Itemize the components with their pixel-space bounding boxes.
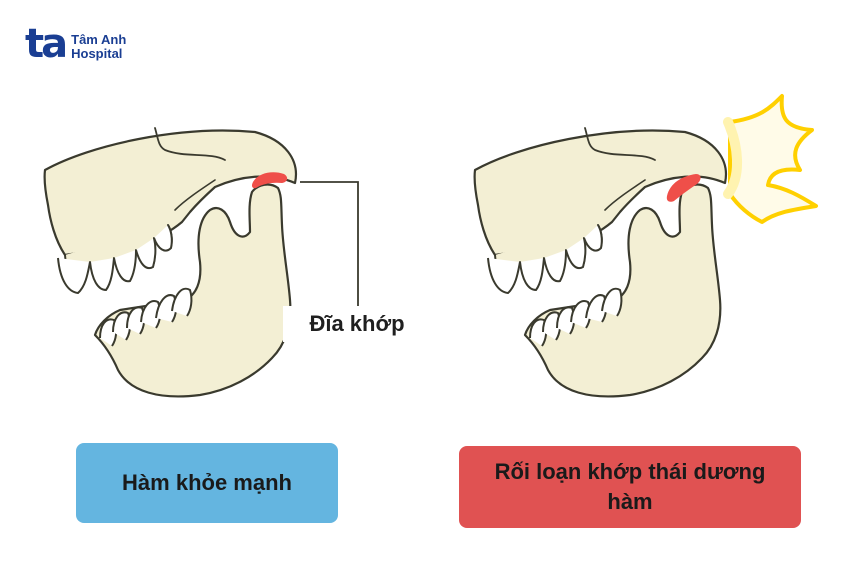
- healthy-lower-teeth: [99, 287, 193, 347]
- logo-mark: ta: [25, 21, 68, 67]
- logo-text: Tâm Anh Hospital: [71, 33, 126, 61]
- disorder-jaw: [473, 126, 728, 398]
- healthy-jaw-caption: Hàm khỏe mạnh: [76, 443, 338, 523]
- healthy-mandible: [93, 183, 292, 398]
- logo-line-1: Tâm Anh: [71, 32, 127, 47]
- articular-disc-displaced: [666, 174, 701, 202]
- disorder-mandible: [523, 183, 722, 398]
- tmj-disorder-caption: Rối loạn khớp thái dương hàm: [459, 446, 801, 528]
- pain-flash-icon: [723, 94, 818, 224]
- disorder-lower-teeth: [529, 287, 623, 347]
- disc-label: Đĩa khớp: [283, 306, 431, 342]
- hospital-logo: ta Tâm Anh Hospital: [25, 24, 126, 64]
- articular-disc-healthy: [252, 172, 288, 189]
- logo-line-2: Hospital: [71, 46, 123, 61]
- healthy-jaw: [43, 126, 359, 398]
- disc-leader-line: [300, 181, 359, 318]
